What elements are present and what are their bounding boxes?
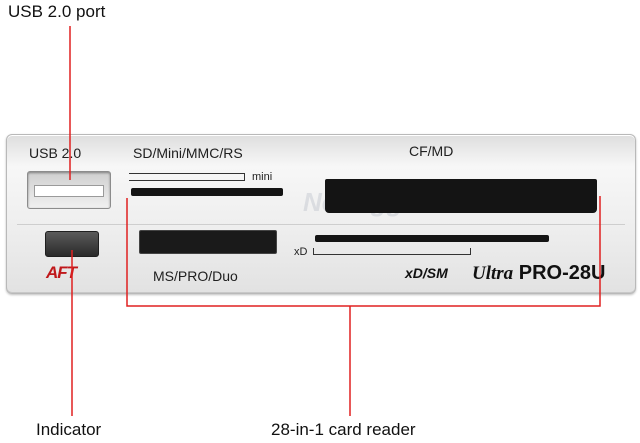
product-model: PRO-28U	[518, 262, 606, 284]
sd-card-slot[interactable]	[131, 188, 283, 196]
indicator-callout: Indicator	[36, 420, 102, 439]
mini-slot-bracket	[129, 173, 245, 181]
ms-card-slot[interactable]	[139, 230, 277, 254]
panel-divider	[17, 224, 625, 226]
usb-port[interactable]	[27, 171, 111, 209]
card-reader-front-panel: Newegg USB 2.0 SD/Mini/MMC/RS CF/MD mini…	[6, 134, 636, 294]
xd-slot-label: xD	[294, 246, 308, 258]
cf-card-slot[interactable]	[325, 179, 597, 213]
product-name: Ultra PRO-28U	[472, 262, 605, 285]
cf-slot-label: CF/MD	[409, 143, 454, 159]
ms-slot-label: MS/PRO/Duo	[153, 268, 238, 284]
xd-slot-bracket	[313, 248, 471, 255]
xd-card-slot[interactable]	[315, 235, 549, 242]
aft-brand-logo: AFT	[46, 263, 77, 282]
card-reader-callout: 28-in-1 card reader	[271, 420, 416, 439]
usb-label: USB 2.0	[29, 145, 82, 161]
indicator-led	[45, 231, 99, 257]
usb-port-callout: USB 2.0 port	[8, 2, 106, 21]
product-script: Ultra	[472, 263, 514, 284]
sd-slot-label: SD/Mini/MMC/RS	[133, 145, 243, 161]
xd-sm-label: xD/SM	[405, 265, 448, 281]
usb-port-tongue	[34, 185, 104, 197]
mini-slot-label: mini	[252, 171, 273, 183]
